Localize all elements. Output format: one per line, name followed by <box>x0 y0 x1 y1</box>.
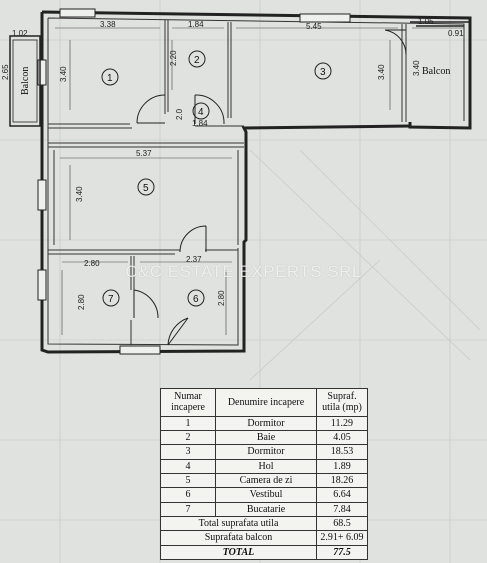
header-room-number: Numar incapere <box>160 388 216 417</box>
cell-name: Dormitor <box>215 415 317 431</box>
balcony-area-value: 2.91+ 6.09 <box>316 530 368 546</box>
dim-label: 3.40 <box>377 64 386 80</box>
balcony-right <box>410 21 470 27</box>
balcony-area-label: Suprafata balcon <box>160 530 317 546</box>
room-number: 1 <box>107 73 113 84</box>
table-row: 5 Camera de zi 18.26 <box>160 472 368 489</box>
cell-num: 5 <box>160 472 216 489</box>
cell-area: 18.26 <box>316 472 368 489</box>
room-number: 7 <box>108 294 114 305</box>
header-room-name: Denumire incapere <box>215 388 317 417</box>
balcony-right-label: Balcon <box>422 66 450 77</box>
grand-total-value: 77.5 <box>316 544 368 561</box>
cell-num: 2 <box>160 429 216 446</box>
table-row: 6 Vestibul 6.64 <box>160 487 368 503</box>
cell-area: 7.84 <box>316 501 368 517</box>
dim-label: 3.38 <box>100 20 116 29</box>
grand-total-row: TOTAL 77.5 <box>160 544 368 561</box>
dim-label: 2.80 <box>77 294 86 310</box>
cell-name: Bucatarie <box>215 501 317 517</box>
table-row: 1 Dormitor 11.29 <box>160 415 368 431</box>
room-number: 5 <box>143 183 149 194</box>
cell-name: Dormitor <box>215 444 317 460</box>
area-table: Numar incapere Denumire incapere Supraf.… <box>160 388 368 561</box>
room-number: 3 <box>320 67 326 78</box>
table-row: 7 Bucatarie 7.84 <box>160 501 368 517</box>
cell-area: 4.05 <box>316 429 368 446</box>
balcony-left <box>9 35 41 127</box>
dim-label: 1.84 <box>192 119 208 128</box>
dimension-lines <box>55 27 464 335</box>
table-row: 3 Dormitor 18.53 <box>160 444 368 460</box>
cell-name: Baie <box>215 429 317 446</box>
room-markers <box>101 50 332 307</box>
doors <box>133 29 407 346</box>
dim-label: 5.45 <box>306 22 322 31</box>
dim-label: 2.20 <box>169 50 178 66</box>
cell-area: 1.89 <box>316 458 368 474</box>
dim-label: 2.80 <box>217 290 226 306</box>
dim-label: 3.40 <box>59 66 68 82</box>
total-useful-row: Total suprafata utila 68.5 <box>160 515 368 532</box>
cell-area: 11.29 <box>316 415 368 431</box>
room-number: 6 <box>193 294 199 305</box>
cell-name: Hol <box>215 458 317 474</box>
dim-label: 3.40 <box>412 60 421 76</box>
cell-name: Camera de zi <box>215 472 317 489</box>
dim-label: 1.02 <box>12 29 28 38</box>
table-row: 2 Baie 4.05 <box>160 429 368 446</box>
table-header-row: Numar incapere Denumire incapere Supraf.… <box>160 388 368 417</box>
cell-num: 6 <box>160 487 216 503</box>
room-number: 2 <box>194 55 200 66</box>
inner-wall-lines <box>47 17 465 346</box>
cell-num: 7 <box>160 501 216 517</box>
dim-label: 2.0 <box>175 108 184 120</box>
grand-total-label: TOTAL <box>160 544 317 561</box>
balcony-area-row: Suprafata balcon 2.91+ 6.09 <box>160 530 368 546</box>
dim-label: 1.84 <box>188 20 204 29</box>
cell-area: 6.64 <box>316 487 368 503</box>
cell-num: 3 <box>160 444 216 460</box>
dim-label: 1.05 <box>418 17 434 26</box>
dim-label: 2.37 <box>186 255 202 264</box>
dim-label: 0.91 <box>448 29 464 38</box>
total-useful-label: Total suprafata utila <box>160 515 317 532</box>
dim-label: 2.80 <box>84 259 100 268</box>
dim-label: 2.65 <box>1 64 10 80</box>
cell-num: 1 <box>160 415 216 431</box>
windows <box>37 8 351 355</box>
watermark: C&C ESTATE EXPERTS SRL <box>125 262 362 281</box>
dim-label: 3.40 <box>75 186 84 202</box>
cell-num: 4 <box>160 458 216 474</box>
balcony-left-label: Balcon <box>20 67 31 95</box>
header-area: Supraf. utila (mp) <box>316 388 368 417</box>
room-number: 4 <box>198 107 204 118</box>
table-row: 4 Hol 1.89 <box>160 458 368 474</box>
cell-name: Vestibul <box>215 487 317 503</box>
cell-area: 18.53 <box>316 444 368 460</box>
dim-label: 5.37 <box>136 149 152 158</box>
total-useful-value: 68.5 <box>316 515 368 532</box>
